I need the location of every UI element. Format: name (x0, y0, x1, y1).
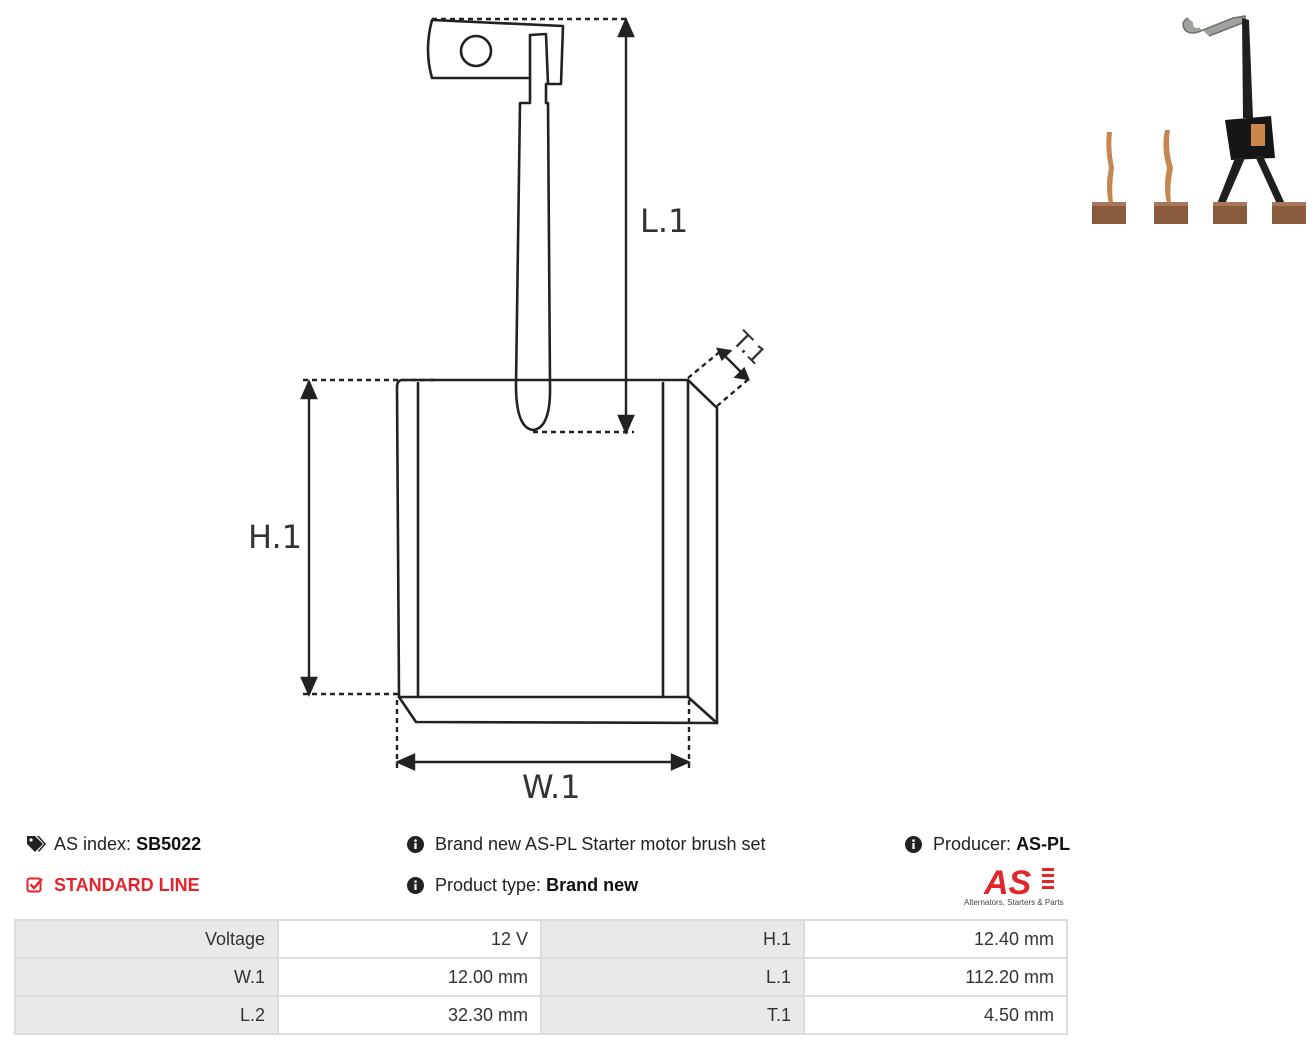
spec-key: L.2 (16, 997, 277, 1033)
logo-mark: AS (983, 864, 1032, 902)
check-square-icon (26, 876, 46, 894)
description-text: Brand new AS-PL Starter motor brush set (435, 834, 766, 854)
brush-block-side (686, 378, 719, 725)
product-type: Product type: Brand new (407, 874, 638, 896)
brush-block-bottom (397, 695, 719, 725)
spec-value: 12 V (279, 921, 540, 957)
description: Brand new AS-PL Starter motor brush set (407, 833, 766, 855)
spec-table: Voltage 12 V H.1 12.40 mm W.1 12.00 mm L… (14, 919, 1068, 1035)
as-pl-logo: AS Alternators, Starters & Parts (964, 864, 1064, 907)
brush-block-front (395, 378, 690, 699)
standard-line-label: STANDARD LINE (54, 875, 200, 895)
spec-value: 4.50 mm (805, 997, 1066, 1033)
spec-key: T.1 (542, 997, 803, 1033)
spec-key: L.1 (542, 959, 803, 995)
table-row: W.1 12.00 mm L.1 112.20 mm (16, 959, 1066, 995)
product-type-label: Product type: (435, 875, 542, 895)
info-icon (905, 835, 925, 853)
spec-key: H.1 (542, 921, 803, 957)
producer: Producer: AS-PL (905, 833, 1070, 855)
tags-icon (26, 835, 46, 853)
cable (514, 76, 552, 432)
terminal-lug (426, 18, 565, 86)
table-row: L.2 32.30 mm T.1 4.50 mm (16, 997, 1066, 1033)
standard-line: STANDARD LINE (26, 874, 200, 896)
producer-label: Producer: (933, 834, 1012, 854)
spec-value: 32.30 mm (279, 997, 540, 1033)
spec-value: 12.00 mm (279, 959, 540, 995)
spec-value: 112.20 mm (805, 959, 1066, 995)
label-w1: W.1 (522, 768, 581, 806)
logo-tagline: Alternators, Starters & Parts (964, 898, 1064, 907)
label-l1: L.1 (640, 202, 688, 240)
info-icon (407, 876, 427, 894)
as-index-label: AS index: (54, 834, 132, 854)
spec-key: W.1 (16, 959, 277, 995)
label-h1: H.1 (248, 518, 302, 556)
product-type-value: Brand new (546, 875, 639, 895)
table-row: Voltage 12 V H.1 12.40 mm (16, 921, 1066, 957)
spec-value: 12.40 mm (805, 921, 1066, 957)
brush-set-photo (1092, 15, 1306, 224)
spec-key: Voltage (16, 921, 277, 957)
as-index-value: SB5022 (136, 834, 202, 854)
producer-value: AS-PL (1016, 834, 1071, 854)
info-icon (407, 835, 427, 853)
brush-dimension-diagram: L.1 H.1 W.1 T.1 (248, 17, 771, 806)
lug-hole (459, 34, 493, 68)
as-index: AS index: SB5022 (26, 833, 201, 855)
